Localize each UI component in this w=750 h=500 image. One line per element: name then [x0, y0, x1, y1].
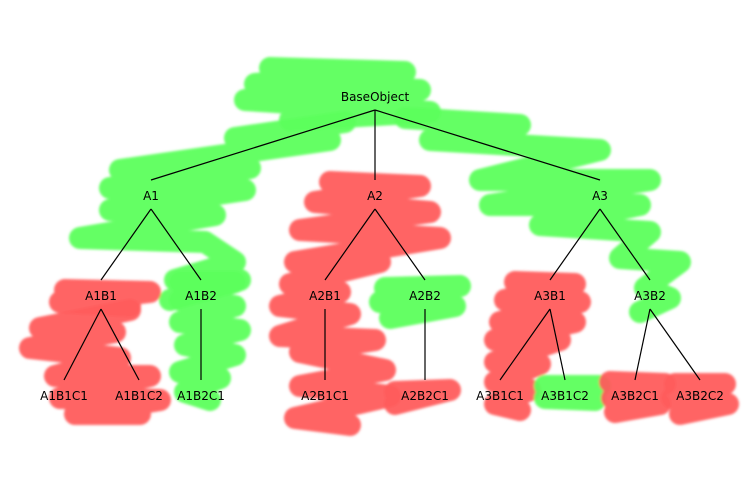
- edge-a3-a3b2: [599, 208, 651, 281]
- highlight-stroke-a2b2: [369, 275, 471, 329]
- edge-a1b1-a1b1c1: [63, 308, 102, 381]
- node-baseobject: BaseObject: [341, 90, 410, 104]
- edge-a3b1-a3b1c1: [499, 308, 551, 381]
- node-a1b2c1: A1B2C1: [177, 389, 225, 403]
- highlight-stroke-a3b2c1: [599, 371, 676, 423]
- highlight-stroke-a1b2: [169, 271, 251, 411]
- edge-a1b1-a1b1c2: [100, 308, 140, 381]
- edge-a3b1-a3b1c2: [549, 308, 566, 381]
- edge-a3b2-a3b2c2: [649, 308, 701, 381]
- node-a3b1c2: A3B1C2: [541, 389, 589, 403]
- edge-baseobject-a1: [150, 109, 376, 181]
- highlight-stroke-a2: [269, 171, 451, 436]
- highlight-stroke-a1b1: [49, 279, 161, 317]
- highlight-stroke-a3b2c2: [661, 373, 739, 425]
- node-a3b1c1: A3B1C1: [476, 389, 524, 403]
- edge-a1-a1b1: [100, 208, 152, 281]
- highlight-stroke-a3b1c2: [534, 375, 611, 411]
- node-a3b2c1: A3B2C1: [611, 389, 659, 403]
- node-a3b2c2: A3B2C2: [676, 389, 724, 403]
- node-a1b1c1: A1B1C1: [40, 389, 88, 403]
- edge-baseobject-a3: [374, 109, 601, 181]
- highlight-stroke-a2b2c1: [384, 379, 461, 415]
- node-a1b1c2: A1B1C2: [115, 389, 163, 403]
- edge-a3-a3b1: [549, 208, 601, 281]
- tree-edges: [63, 109, 701, 381]
- node-a3b2: A3B2: [634, 289, 666, 303]
- node-a1: A1: [143, 189, 159, 203]
- edge-a1-a1b2: [150, 208, 202, 281]
- node-a2b2: A2B2: [409, 289, 441, 303]
- node-a1b1: A1B1: [85, 289, 117, 303]
- highlight-stroke-a3: [394, 107, 691, 323]
- node-a2b2c1: A2B2C1: [401, 389, 449, 403]
- node-a3: A3: [592, 189, 608, 203]
- node-a3b1: A3B1: [534, 289, 566, 303]
- edge-a3b2-a3b2c1: [634, 308, 651, 381]
- node-a1b2: A1B2: [185, 289, 217, 303]
- node-a2b1: A2B1: [309, 289, 341, 303]
- node-a2b1c1: A2B1C1: [301, 389, 349, 403]
- edge-a2-a2b2: [374, 208, 426, 281]
- node-a2: A2: [367, 189, 383, 203]
- edge-a2-a2b1: [324, 208, 376, 281]
